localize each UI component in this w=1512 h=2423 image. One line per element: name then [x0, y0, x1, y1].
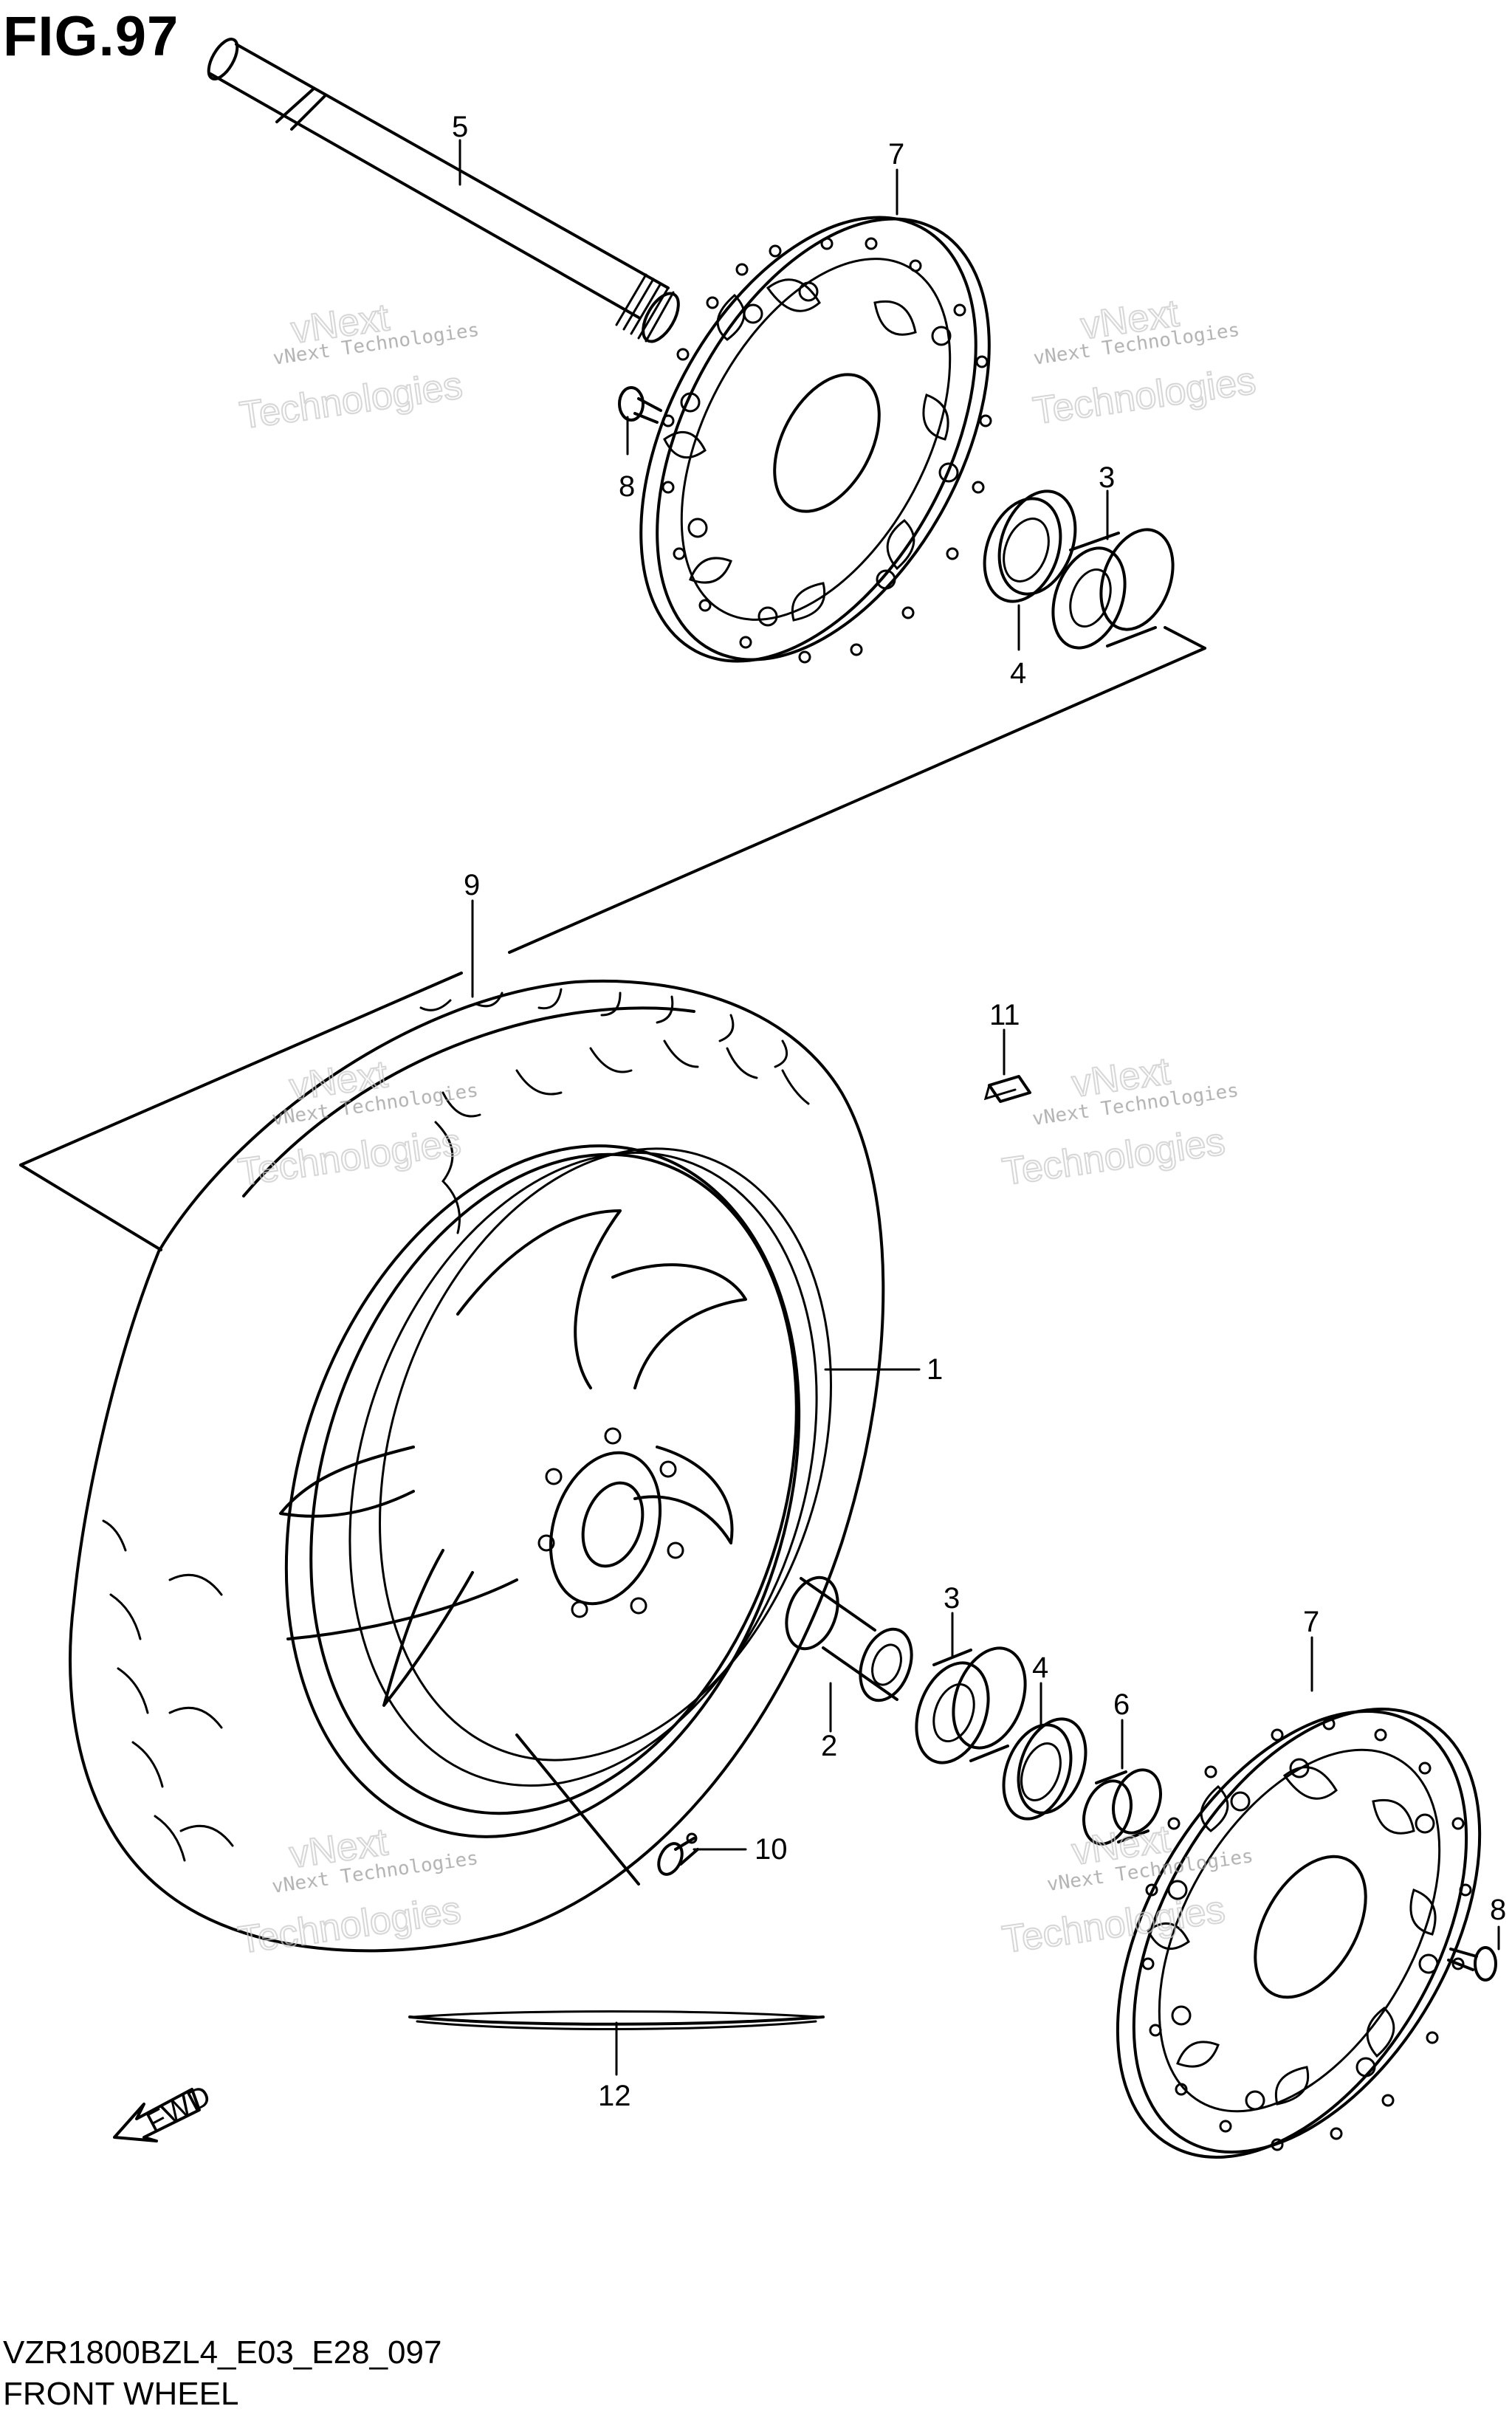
- bearing-lower[interactable]: [904, 1638, 1038, 1773]
- oil-seal-upper[interactable]: [971, 481, 1088, 612]
- callout-7-upper[interactable]: 7: [888, 138, 904, 171]
- oil-seal-lower[interactable]: [992, 1710, 1098, 1829]
- assembly-outline: [19, 626, 1206, 1886]
- front-axle[interactable]: [203, 35, 686, 347]
- watermark-brand: Technologies: [236, 1121, 464, 1195]
- callout-8-lower[interactable]: 8: [1490, 1894, 1506, 1926]
- figure-title: FIG.97: [3, 5, 179, 68]
- watermark-brand: Technologies: [237, 364, 465, 438]
- balance-weight[interactable]: [983, 1075, 1031, 1103]
- forward-arrow-icon: FWD: [113, 2079, 216, 2142]
- callout-2[interactable]: 2: [821, 1730, 837, 1762]
- bearing-upper[interactable]: [1040, 520, 1186, 658]
- callout-11[interactable]: 11: [989, 999, 1020, 1031]
- rim-band[interactable]: [408, 2010, 825, 2030]
- callout-7-lower[interactable]: 7: [1303, 1606, 1319, 1638]
- watermark-brand: Technologies: [1000, 1888, 1228, 1962]
- callout-4-upper[interactable]: 4: [1010, 657, 1026, 690]
- callout-3-upper[interactable]: 3: [1099, 461, 1115, 494]
- drawing-code: VZR1800BZL4_E03_E28_097: [3, 2334, 442, 2371]
- disc-bolt-upper[interactable]: [618, 386, 662, 424]
- callout-9[interactable]: 9: [464, 869, 480, 901]
- callout-3-lower[interactable]: 3: [944, 1582, 960, 1615]
- fwd-label: FWD: [142, 2079, 216, 2140]
- callout-12[interactable]: 12: [598, 2080, 631, 2112]
- callouts: 5 7 8 3 4 9 11 1 3 4 6 7 2 10 8 12: [452, 111, 1506, 2112]
- drawing-name: FRONT WHEEL: [3, 2376, 239, 2412]
- brake-disc-right[interactable]: [1045, 1649, 1512, 2217]
- callout-8-upper[interactable]: 8: [619, 470, 635, 503]
- leader-lines: [458, 139, 1500, 2076]
- callout-1[interactable]: 1: [927, 1353, 943, 1386]
- spacer-collar[interactable]: [777, 1570, 921, 1708]
- brake-disc-left[interactable]: [572, 162, 1058, 717]
- watermark-brand: Technologies: [1000, 1120, 1228, 1194]
- callout-4-lower[interactable]: 4: [1032, 1652, 1048, 1684]
- tire-valve[interactable]: [654, 1832, 699, 1878]
- watermark-brand: Technologies: [1031, 360, 1259, 433]
- callout-5[interactable]: 5: [452, 111, 468, 143]
- wheel-spacer[interactable]: [1076, 1763, 1169, 1850]
- disc-bolt-lower[interactable]: [1447, 1946, 1497, 1982]
- cast-wheel[interactable]: [202, 1079, 906, 1904]
- callout-6[interactable]: 6: [1113, 1688, 1130, 1721]
- tire[interactable]: [69, 980, 885, 1953]
- callout-10[interactable]: 10: [755, 1833, 788, 1866]
